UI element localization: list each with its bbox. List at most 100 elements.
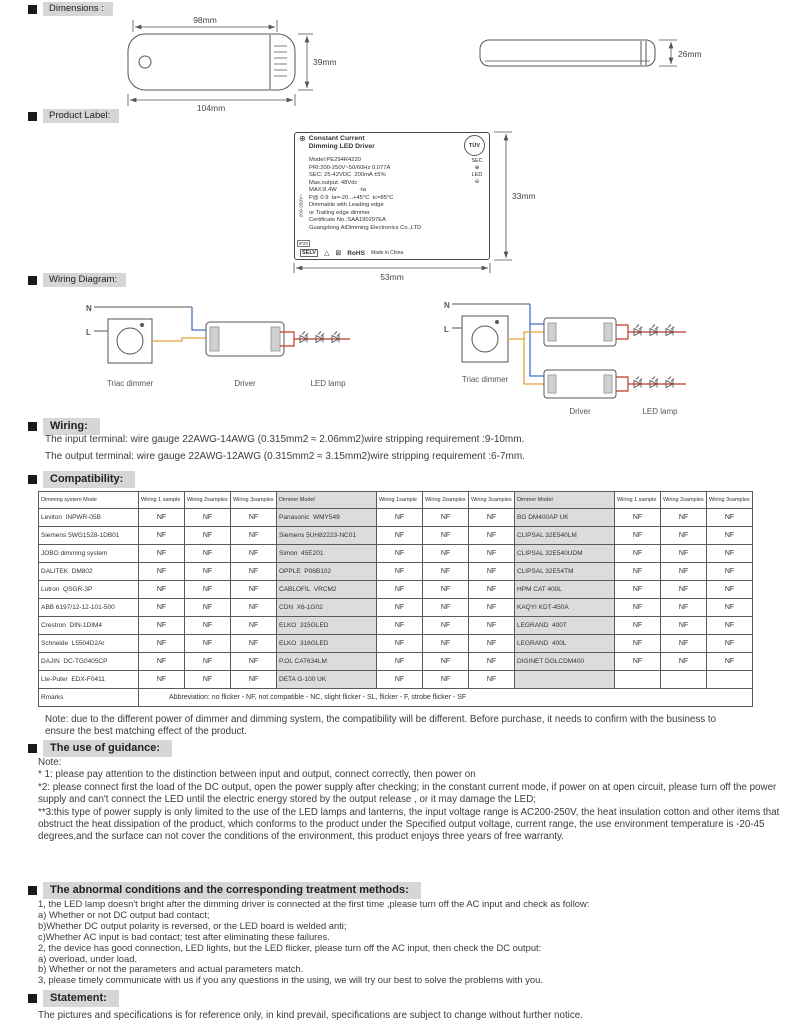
result-cell: NF (230, 562, 277, 581)
result-cell: NF (422, 508, 469, 527)
label-spec-line: or Trailing edge dimmer (309, 209, 370, 216)
result-cell: NF (468, 580, 515, 599)
result-cell: NF (138, 508, 185, 527)
made-in-text: Made in China (370, 250, 404, 256)
section-title: Compatibility: (43, 471, 136, 488)
remarks-text: Abbreviation: no flicker - NF, not compa… (138, 688, 753, 707)
dim-label-height: 33mm (512, 191, 536, 201)
result-cell: NF (184, 652, 231, 671)
neutral-label: N (86, 304, 92, 313)
abnormal-line: a) Whether or not DC output bad contact; (38, 908, 210, 920)
result-cell: NF (376, 670, 423, 689)
model-cell: LEGRAND 400L (514, 634, 615, 653)
triac-dimmer-symbol (452, 303, 530, 363)
neutral-label: N (444, 301, 450, 310)
minus-terminal-icon: ⊖ (474, 179, 480, 185)
result-cell: NF (468, 544, 515, 563)
result-cell: NF (184, 526, 231, 545)
result-cell: NF (706, 544, 753, 563)
model-cell: CLIPSAL 32E540UDM (514, 544, 615, 563)
model-cell: ELKO 315GLED (276, 616, 377, 635)
model-cell: Siemens 5UH82223-NC01 (276, 526, 377, 545)
driver-symbol (205, 321, 285, 357)
led-symbols (633, 324, 675, 388)
guidance-line: Note: (38, 757, 62, 768)
live-label: L (86, 328, 91, 337)
result-cell: NF (422, 616, 469, 635)
weee-bin-icon: ⊠ (335, 250, 342, 257)
label-spec-line: P@ 0.9 ta=-20...+45°C tc=85°C (309, 194, 394, 201)
result-cell: NF (230, 634, 277, 653)
section-header-statement: Statement: (28, 990, 119, 1007)
model-cell: LEGRAND 400T (514, 616, 615, 635)
result-cell: NF (230, 580, 277, 599)
model-cell: DALITEK DM802 (38, 562, 139, 581)
compatibility-note: Note: due to the different power of dimm… (45, 714, 717, 737)
result-cell: NF (468, 634, 515, 653)
column-header: Wiring 1 sample (138, 491, 185, 509)
result-cell: NF (422, 598, 469, 617)
live-wires (508, 331, 544, 385)
model-cell: BG DM400AP UK (514, 508, 615, 527)
result-cell: NF (184, 616, 231, 635)
result-cell: NF (660, 562, 707, 581)
result-cell (706, 670, 753, 689)
result-cell: NF (468, 652, 515, 671)
column-header: Wiring 2samples (422, 491, 469, 509)
abnormal-line: c)Whether AC input is bad contact; test … (38, 930, 330, 942)
abnormal-line: b) Whether or not the parameters and act… (38, 963, 304, 975)
dimension-drawing-top-view: 98mm 104mm 39mm (127, 15, 337, 113)
result-cell: NF (422, 544, 469, 563)
result-cell: NF (468, 598, 515, 617)
led-symbols (299, 331, 341, 343)
dim-top-width: 98mm (193, 15, 217, 25)
result-cell: NF (468, 508, 515, 527)
column-header: Wiring 2samples (660, 491, 707, 509)
result-cell: NF (230, 526, 277, 545)
result-cell: NF (614, 526, 661, 545)
dim-height: 39mm (313, 57, 337, 67)
dimension-drawing-side-view: 26mm (479, 39, 702, 67)
result-cell: NF (614, 634, 661, 653)
result-cell: NF (660, 544, 707, 563)
result-cell: NF (184, 562, 231, 581)
column-header: Wiring 3samples (230, 491, 277, 509)
led-lamp-caption: LED lamp (642, 407, 678, 416)
column-header: Wiring 2samples (184, 491, 231, 509)
triac-dimmer-caption: Triac dimmer (107, 379, 154, 388)
column-header: Dimmer Model (276, 491, 377, 509)
result-cell: NF (614, 616, 661, 635)
live-wire (152, 337, 206, 342)
result-cell: NF (660, 526, 707, 545)
section-header-product-label: Product Label: (28, 109, 120, 123)
column-header: Dimming system Mode (38, 491, 139, 509)
label-header: ⊕ Constant Current Dimming LED Driver TÜ… (295, 133, 489, 156)
model-cell: DETA G-100 UK (276, 670, 377, 689)
result-cell: NF (706, 508, 753, 527)
result-cell: NF (376, 634, 423, 653)
model-cell: ELKO 316GLED (276, 634, 377, 653)
result-cell: NF (422, 634, 469, 653)
result-cell: NF (376, 580, 423, 599)
bullet-square-icon (28, 111, 37, 121)
section-header-wiring: Wiring: (28, 418, 100, 435)
bullet-square-icon (28, 994, 37, 1003)
label-spec-line: Certificate No.:SAA190297EA (309, 217, 387, 223)
result-cell: NF (422, 670, 469, 689)
bullet-square-icon (28, 422, 37, 431)
column-header: Wiring 1 sample (614, 491, 661, 509)
label-left-strip: 200-250V~ IP20 (295, 156, 310, 249)
result-cell: NF (660, 652, 707, 671)
section-title: The use of guidance: (43, 740, 173, 757)
result-cell: NF (422, 562, 469, 581)
triac-dimmer-symbol (94, 306, 192, 364)
column-header: Wiring 3samples (468, 491, 515, 509)
